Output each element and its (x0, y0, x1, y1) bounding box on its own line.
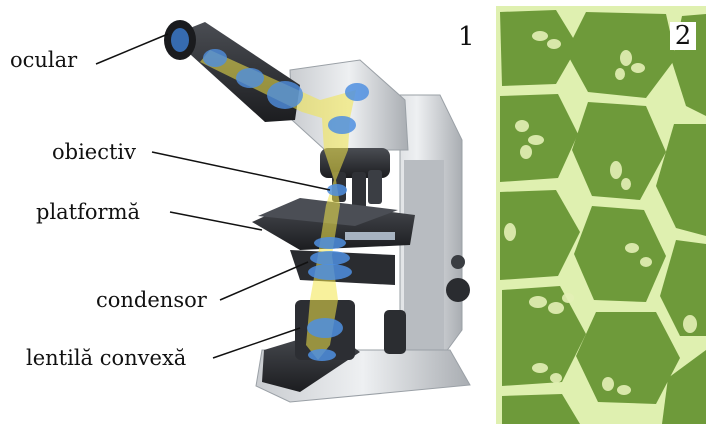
chloroplast (625, 243, 639, 253)
chloroplast (615, 68, 625, 80)
chloroplast (548, 302, 564, 314)
lamp-lens (308, 349, 336, 361)
tube-lens (236, 68, 264, 88)
condenser-lens-2 (310, 251, 350, 265)
leader-condenser (220, 262, 308, 300)
chloroplast (528, 135, 544, 145)
eyepiece-lens (171, 28, 189, 52)
figure-number-1: 1 (458, 24, 475, 50)
chloroplast (620, 50, 632, 66)
chloroplast (631, 63, 645, 73)
chloroplast (532, 363, 548, 373)
chloroplast (640, 257, 652, 267)
chloroplast (610, 161, 622, 179)
head-lens-2 (345, 83, 369, 101)
leader-ocular (96, 34, 168, 64)
objective-lens-2 (352, 172, 366, 210)
chloroplast (529, 296, 547, 308)
prism-lens (267, 81, 303, 109)
label-stage: platformă (36, 202, 140, 223)
chloroplast (683, 315, 697, 333)
chloroplast (547, 39, 561, 49)
label-condenser: condensor (96, 290, 207, 311)
cells-svg (496, 6, 706, 424)
chloroplast (504, 223, 516, 241)
chloroplast (515, 120, 529, 132)
label-convex-lens: lentilă convexă (26, 348, 186, 369)
leader-stage (170, 212, 262, 230)
focus-knob (446, 278, 470, 302)
chloroplast (532, 31, 548, 41)
arm-inner-panel (404, 160, 444, 350)
focus-knob-small (451, 255, 465, 269)
figure-number-2: 2 (670, 22, 696, 50)
objective-lens-3 (368, 170, 382, 204)
head-lens-1 (328, 116, 356, 134)
slide (345, 232, 395, 240)
adjust-knob (384, 310, 406, 354)
chloroplast (617, 385, 631, 395)
label-ocular: ocular (10, 50, 77, 71)
convex-lens (307, 318, 343, 338)
label-objective: obiectiv (52, 142, 136, 163)
plant-cells-micrograph (496, 6, 706, 424)
chloroplast (550, 373, 562, 383)
tube-lens-2 (203, 49, 227, 67)
leader-objective (152, 152, 330, 190)
chloroplast (520, 145, 532, 159)
chloroplast (562, 293, 574, 303)
condenser-lens-3 (314, 237, 346, 249)
chloroplast (602, 377, 614, 391)
condenser-lens-1 (308, 264, 352, 280)
chloroplast (621, 178, 631, 190)
